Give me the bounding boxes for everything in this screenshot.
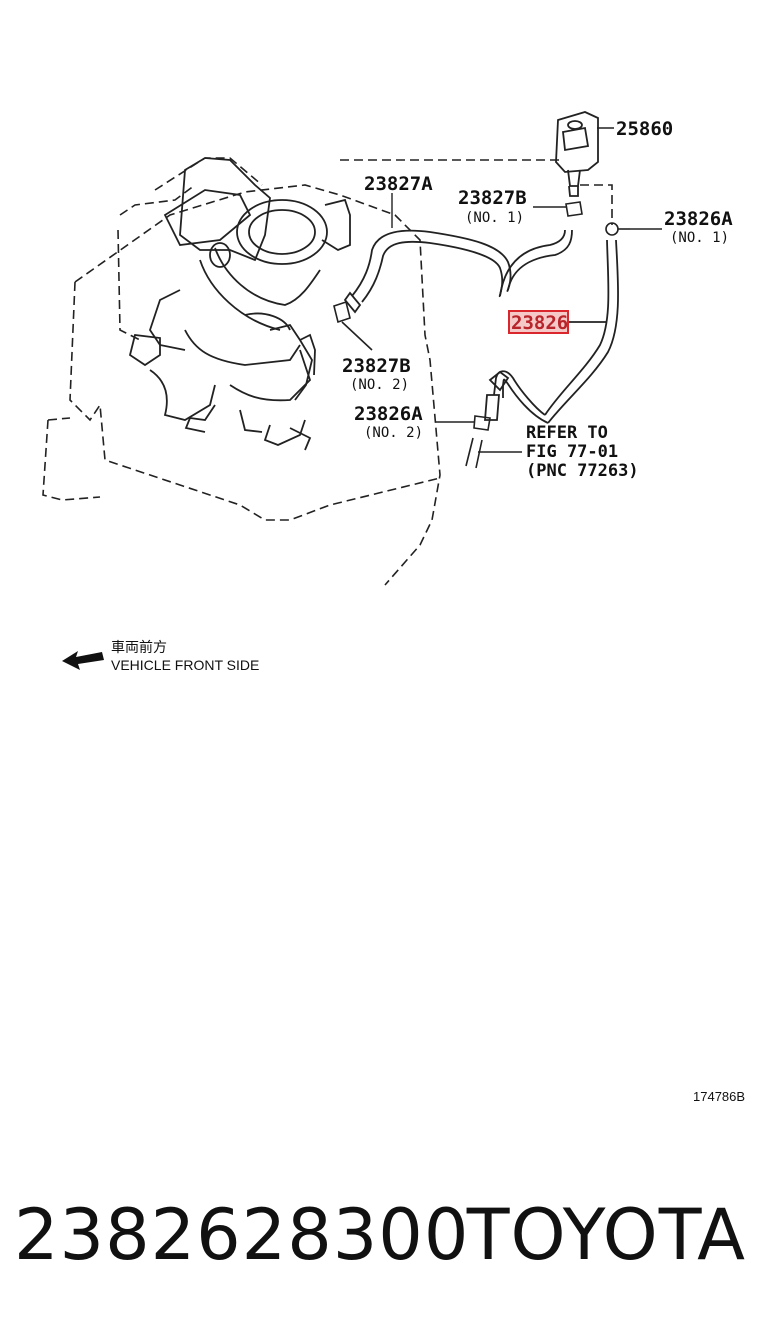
label-25860: 25860 [616, 118, 673, 140]
label-23827B-no2-sub: (NO. 2) [350, 377, 409, 393]
engine-outline [42, 157, 613, 586]
sensor-25860 [555, 111, 599, 197]
label-23827B-no1-sub: (NO. 1) [465, 210, 524, 226]
label-23826[interactable]: 23826 [511, 312, 568, 334]
clamp-23827B-no1 [533, 201, 583, 217]
direction-jp: 車両前方 [111, 639, 167, 655]
label-23827B-no1: 23827B [458, 187, 527, 209]
clamp-23826A-no1 [605, 222, 662, 236]
engine-components [128, 157, 351, 451]
refer-pipe [465, 437, 522, 469]
clamp-23826A-no2 [435, 415, 491, 431]
front-direction: 車両前方 VEHICLE FRONT SIDE [62, 639, 259, 673]
label-23826A-no2: 23826A [354, 403, 423, 425]
figure-id: 174786B [693, 1089, 745, 1104]
label-23827B-no2: 23827B [342, 355, 411, 377]
label-23826A-no2-sub: (NO. 2) [364, 425, 423, 441]
label-23827A: 23827A [364, 173, 433, 195]
hose-23827A [343, 229, 573, 314]
part-number: 2382628300 [14, 1194, 470, 1276]
refer-note-line3: (PNC 77263) [526, 461, 639, 481]
brand-name: TOYOTA [466, 1194, 746, 1276]
direction-en: VEHICLE FRONT SIDE [111, 657, 259, 673]
footer: 2382628300 TOYOTA [14, 1185, 746, 1285]
hose-23826 [484, 239, 619, 424]
refer-note-line2: FIG 77-01 [526, 442, 618, 462]
arrow-left-icon [62, 651, 104, 670]
refer-note-line1: REFER TO [526, 423, 608, 443]
label-23826A-no1: 23826A [664, 208, 733, 230]
clamp-23827B-no2 [333, 300, 373, 351]
label-23826A-no1-sub: (NO. 1) [670, 230, 729, 246]
leader-lines [391, 127, 614, 228]
highlighted-part-23826[interactable]: 23826 [508, 310, 569, 334]
highlight-box [508, 310, 569, 334]
